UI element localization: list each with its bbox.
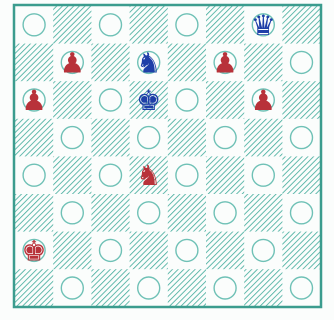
light-square[interactable] [91,6,129,44]
light-square[interactable] [282,194,321,232]
light-square[interactable] [53,194,91,232]
light-square[interactable] [206,194,245,232]
light-square[interactable] [53,119,91,157]
light-square[interactable] [91,156,129,194]
light-square[interactable] [168,232,207,270]
red-king-icon[interactable]: ♚ [22,234,47,267]
dark-square[interactable] [15,269,54,307]
dark-square[interactable] [91,194,129,232]
light-square[interactable] [206,119,245,157]
light-square[interactable] [130,194,169,232]
dark-square[interactable] [168,269,207,307]
dark-square[interactable] [53,156,91,194]
light-square[interactable] [91,232,129,270]
dark-square[interactable] [15,194,54,232]
light-square[interactable] [244,232,283,270]
dark-square[interactable] [206,6,245,44]
light-square[interactable] [53,269,91,307]
dark-square[interactable] [244,119,283,157]
light-square[interactable] [282,269,321,307]
light-square[interactable] [244,156,283,194]
dark-square[interactable] [244,269,283,307]
light-square[interactable] [91,81,129,119]
dark-square[interactable] [206,81,245,119]
light-square[interactable] [15,6,54,44]
light-square[interactable] [15,156,54,194]
dark-square[interactable] [15,44,54,82]
dark-square[interactable] [282,81,321,119]
light-square[interactable] [130,119,169,157]
light-square[interactable] [282,119,321,157]
dark-square[interactable] [206,156,245,194]
red-pawn-4-icon[interactable]: ♟ [251,84,276,117]
dark-square[interactable] [282,156,321,194]
dark-square[interactable] [130,6,169,44]
light-square[interactable] [168,81,207,119]
dark-square[interactable] [53,232,91,270]
light-square[interactable] [282,44,321,82]
blue-king-icon[interactable]: ♚ [136,84,161,117]
dark-square[interactable] [244,44,283,82]
dark-square[interactable] [91,119,129,157]
dark-square[interactable] [168,44,207,82]
light-square[interactable] [130,269,169,307]
blue-knight-icon[interactable]: ♞ [136,46,161,79]
red-knight-icon[interactable]: ♞ [136,159,161,192]
dark-square[interactable] [15,119,54,157]
dark-square[interactable] [91,44,129,82]
dark-square[interactable] [130,232,169,270]
light-square[interactable] [168,6,207,44]
dark-square[interactable] [282,6,321,44]
light-square[interactable] [168,156,207,194]
dark-square[interactable] [91,269,129,307]
dark-square[interactable] [244,194,283,232]
dark-square[interactable] [168,119,207,157]
dark-square[interactable] [53,6,91,44]
light-square[interactable] [206,269,245,307]
dark-square[interactable] [206,232,245,270]
dark-square[interactable] [282,232,321,270]
red-pawn-1-icon[interactable]: ♟ [60,46,85,79]
red-pawn-3-icon[interactable]: ♟ [22,84,47,117]
red-pawn-2-icon[interactable]: ♟ [213,46,238,79]
dark-square[interactable] [168,194,207,232]
dark-square[interactable] [53,81,91,119]
blue-queen-icon[interactable]: ♛ [251,9,276,42]
